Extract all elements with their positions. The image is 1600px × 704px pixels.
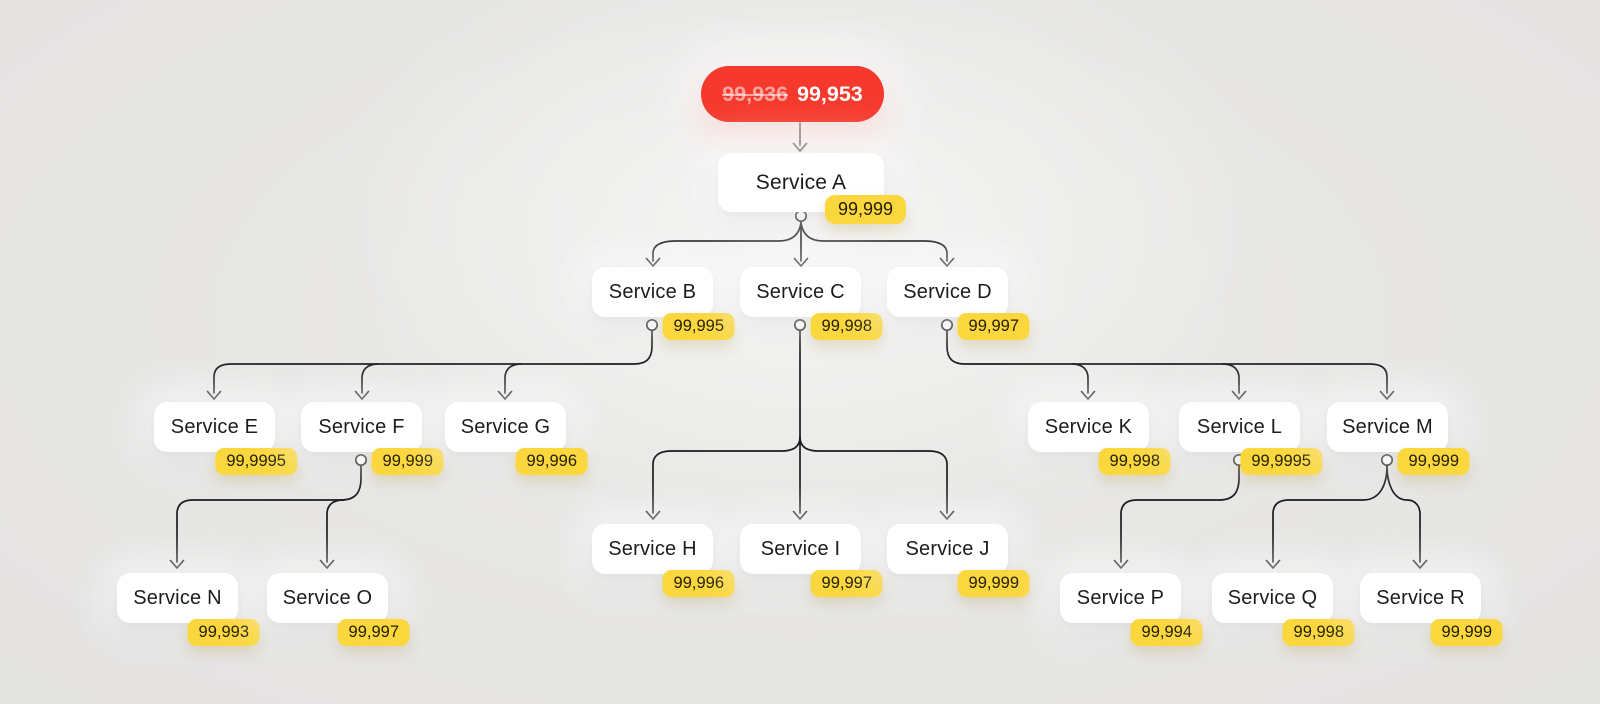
arrowhead-icon: [497, 390, 513, 400]
edge-path: [213, 330, 653, 394]
node-card-service-p[interactable]: Service P: [1060, 573, 1181, 623]
node-card-service-b[interactable]: Service B: [592, 267, 713, 317]
sla-badge-service-p: 99,994: [1130, 619, 1203, 646]
node-label: Service F: [318, 415, 405, 438]
arrowhead-icon: [645, 257, 661, 267]
node-label: Service A: [755, 170, 847, 194]
arrowhead-icon: [169, 559, 185, 569]
arrowhead-icon: [206, 390, 222, 400]
node-label: Service N: [133, 586, 222, 609]
sla-badge-service-j: 99,999: [957, 570, 1030, 597]
node-label: Service C: [756, 280, 845, 303]
sla-badge-service-f: 99,999: [371, 448, 444, 475]
node-card-service-o[interactable]: Service O: [267, 573, 388, 623]
arrowhead-icon: [793, 257, 809, 267]
edge-path: [652, 436, 801, 514]
sla-badge-service-q: 99,998: [1282, 619, 1355, 646]
node-card-service-n[interactable]: Service N: [117, 573, 238, 623]
edge-path: [1386, 465, 1421, 563]
sla-badge-service-c: 99,998: [810, 313, 883, 340]
edge-path: [1222, 363, 1240, 394]
node-label: Service O: [282, 586, 373, 609]
connector-port-service-a: [794, 209, 808, 223]
sla-badge-service-k: 99,998: [1098, 448, 1171, 475]
connector-port-service-c: [793, 318, 807, 332]
node-label: Service R: [1376, 586, 1465, 609]
edge-path: [361, 363, 379, 394]
edge-path: [326, 499, 344, 563]
sla-badge-service-h: 99,996: [662, 570, 735, 597]
node-label: Service B: [608, 280, 697, 303]
edge-path: [1120, 465, 1240, 563]
node-label: Service M: [1342, 415, 1433, 438]
edge-path: [652, 222, 802, 262]
arrowhead-icon: [1412, 559, 1428, 569]
root-sla-badge[interactable]: 99,936 99,953: [701, 66, 884, 122]
sla-badge-service-r: 99,999: [1430, 619, 1503, 646]
sla-badge-service-e: 99,9995: [215, 448, 297, 475]
sla-badge-service-g: 99,996: [515, 448, 588, 475]
arrowhead-icon: [1080, 390, 1096, 400]
node-label: Service I: [760, 537, 841, 560]
node-label: Service D: [903, 280, 992, 303]
arrowhead-icon: [939, 257, 955, 267]
previous-sla-value: 99,936: [722, 81, 788, 106]
node-card-service-d[interactable]: Service D: [887, 267, 1008, 317]
node-card-service-m[interactable]: Service M: [1327, 402, 1448, 452]
connector-port-service-m: [1380, 453, 1394, 467]
node-label: Service H: [608, 537, 697, 560]
sla-badge-service-n: 99,993: [187, 619, 260, 646]
node-card-service-k[interactable]: Service K: [1028, 402, 1149, 452]
node-card-service-e[interactable]: Service E: [154, 402, 275, 452]
sla-badge-service-i: 99,997: [810, 570, 883, 597]
node-card-service-h[interactable]: Service H: [592, 524, 713, 574]
connector-port-service-d: [940, 318, 954, 332]
sla-badge-service-o: 99,997: [337, 619, 410, 646]
edge-path: [176, 465, 362, 563]
node-label: Service K: [1044, 415, 1133, 438]
arrowhead-icon: [1113, 559, 1129, 569]
node-label: Service P: [1076, 586, 1165, 609]
connector-port-service-f: [354, 453, 368, 467]
arrowhead-icon: [354, 390, 370, 400]
arrowhead-icon: [1265, 559, 1281, 569]
arrowhead-icon: [939, 510, 955, 520]
sla-badge-service-b: 99,995: [662, 313, 735, 340]
node-card-service-g[interactable]: Service G: [445, 402, 566, 452]
arrowhead-icon: [792, 510, 808, 520]
node-label: Service Q: [1227, 586, 1318, 609]
arrowhead-icon: [792, 142, 808, 152]
node-card-service-j[interactable]: Service J: [887, 524, 1008, 574]
current-sla-value: 99,953: [797, 81, 863, 106]
node-label: Service L: [1196, 415, 1283, 438]
sla-badge-service-a: 99,999: [824, 195, 906, 224]
edge-path: [800, 222, 948, 262]
sla-badge-service-d: 99,997: [957, 313, 1030, 340]
sla-badge-service-m: 99,999: [1397, 448, 1470, 475]
node-card-service-c[interactable]: Service C: [740, 267, 861, 317]
edge-path: [504, 363, 522, 394]
edge-path: [946, 330, 1388, 394]
node-card-service-r[interactable]: Service R: [1360, 573, 1481, 623]
node-card-service-i[interactable]: Service I: [740, 524, 861, 574]
connector-port-service-b: [645, 318, 659, 332]
arrowhead-icon: [645, 510, 661, 520]
node-card-service-f[interactable]: Service F: [301, 402, 422, 452]
node-label: Service J: [905, 537, 990, 560]
arrowhead-icon: [1231, 390, 1247, 400]
node-card-service-q[interactable]: Service Q: [1212, 573, 1333, 623]
edge-path: [1272, 465, 1388, 563]
node-card-service-l[interactable]: Service L: [1179, 402, 1300, 452]
edge-path: [799, 436, 948, 514]
node-label: Service E: [170, 415, 259, 438]
arrowhead-icon: [1379, 390, 1395, 400]
node-label: Service G: [460, 415, 551, 438]
edge-path: [1071, 363, 1089, 394]
sla-badge-service-l: 99,9995: [1240, 448, 1322, 475]
arrowhead-icon: [319, 559, 335, 569]
